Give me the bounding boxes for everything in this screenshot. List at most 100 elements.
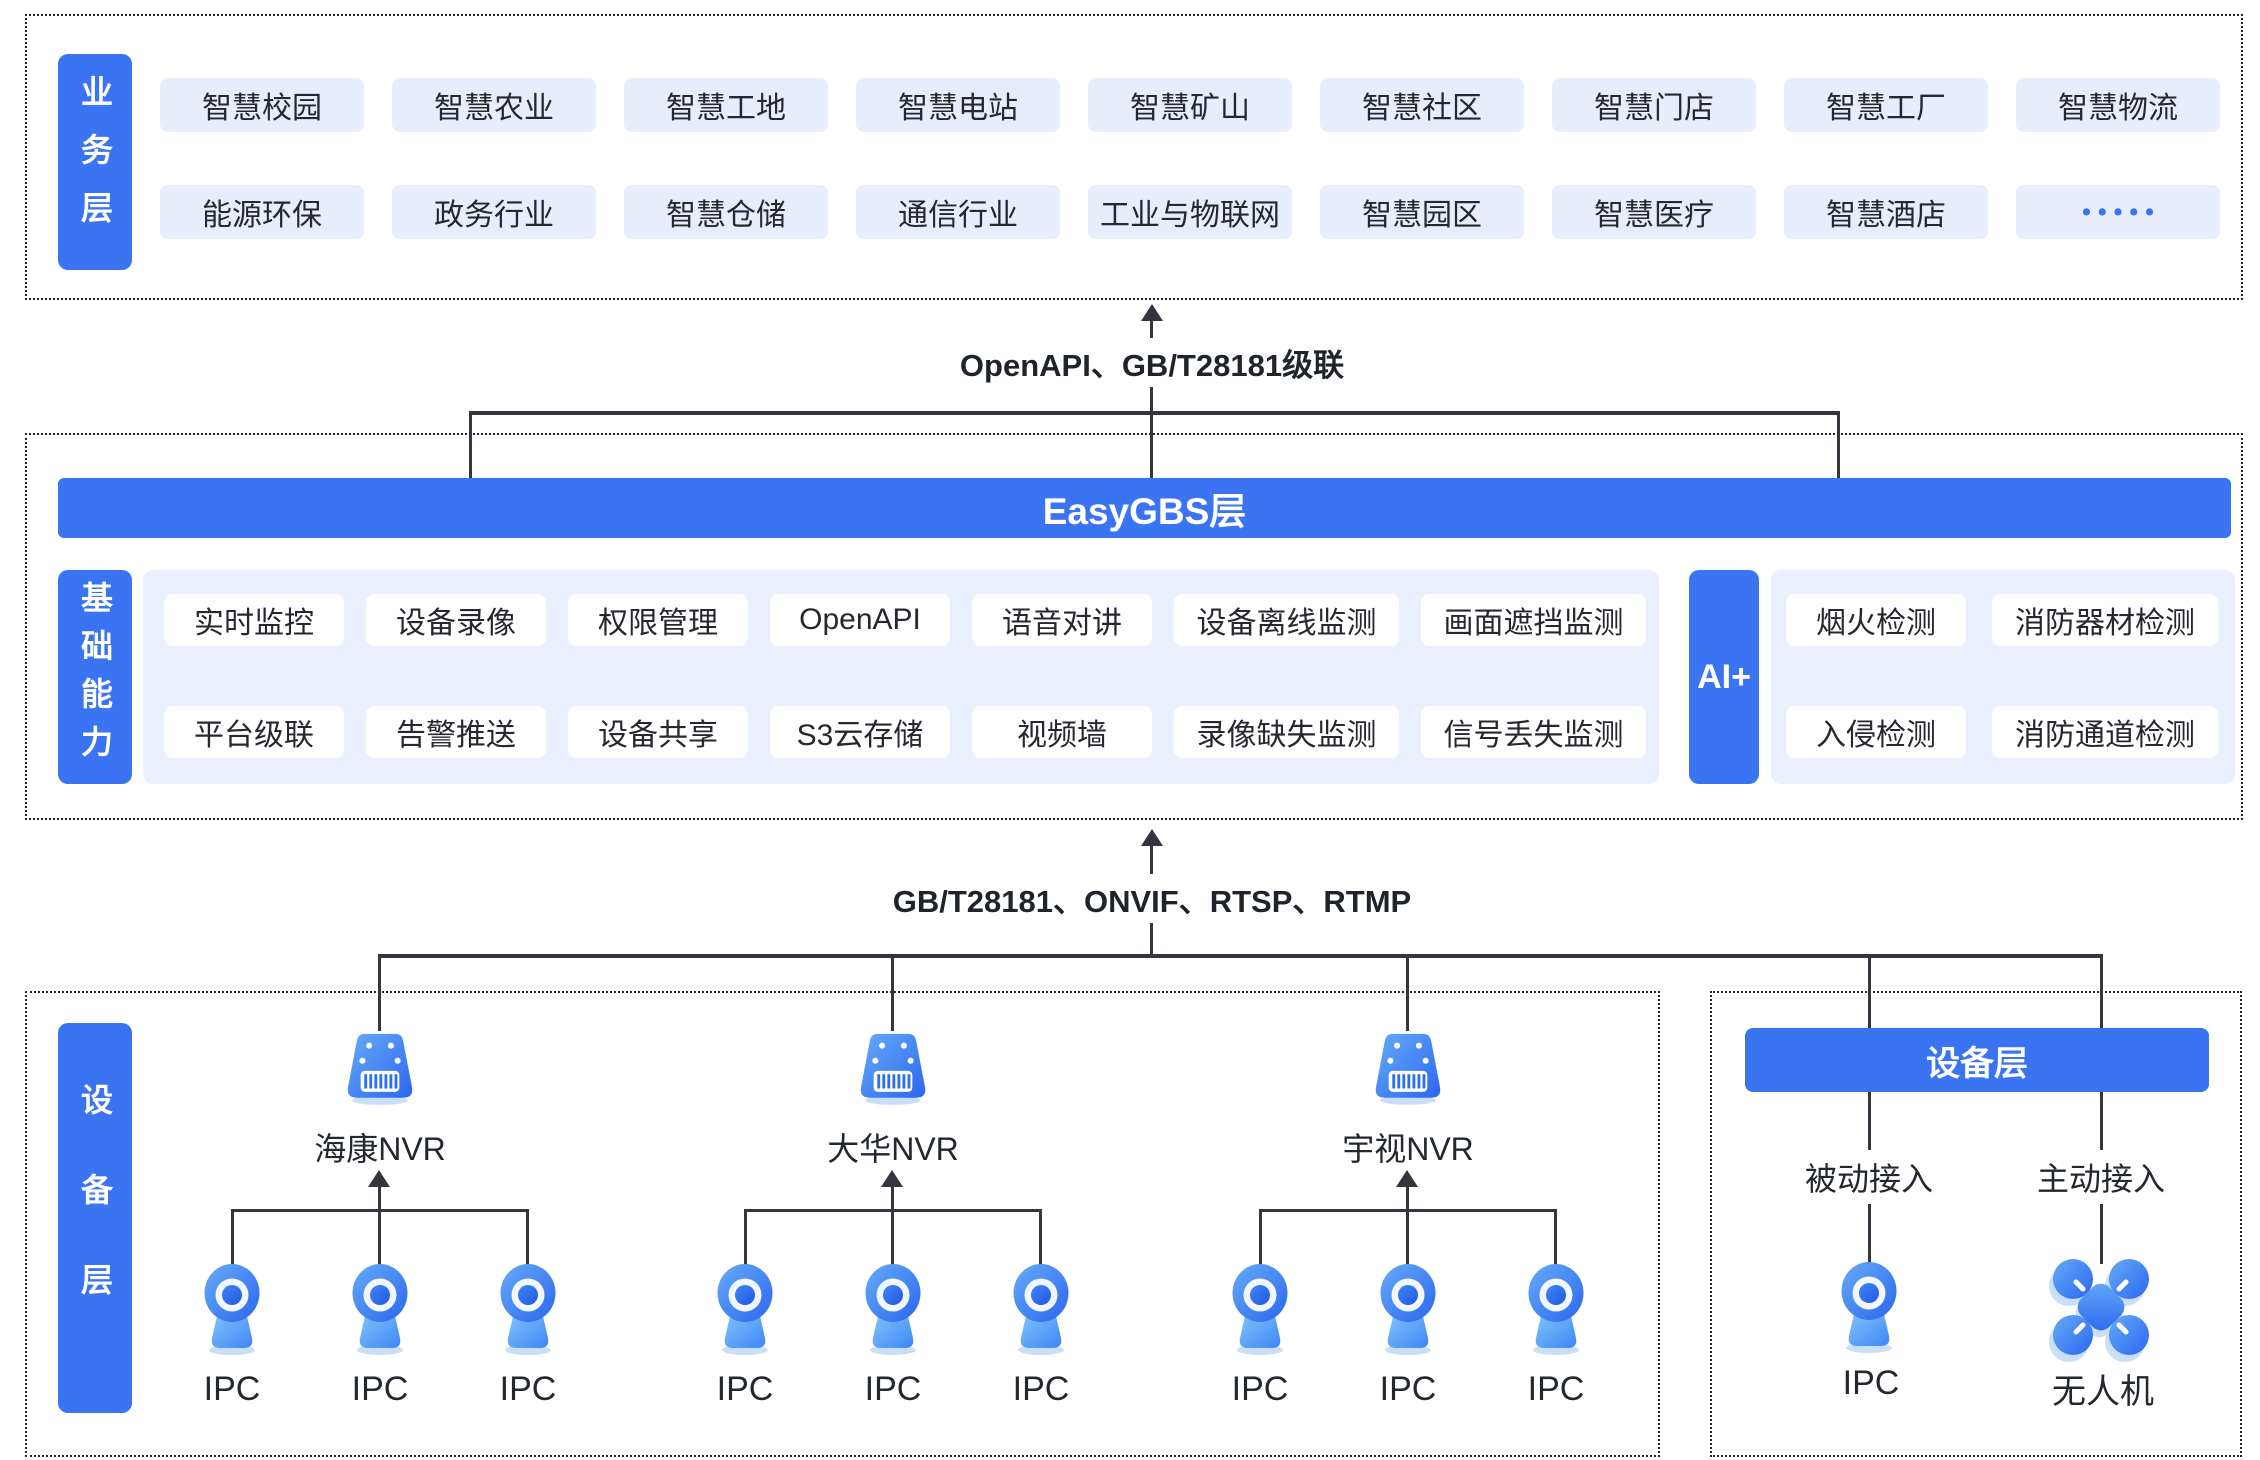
- ipc-camera-icon: [197, 1262, 267, 1361]
- connector-line: [231, 1209, 234, 1267]
- device-direct-panel-box: 设备层 被动接入 主动接入 IPC 无人机: [1710, 991, 2242, 1457]
- connector-line: [1150, 319, 1153, 478]
- arrow-up-icon: [368, 1170, 390, 1187]
- business-chip: 智慧工厂: [1784, 78, 1988, 132]
- active-access-label: 主动接入: [2001, 1150, 2201, 1204]
- business-chip: 智慧社区: [1320, 78, 1524, 132]
- device-panel-title: 设备层: [1745, 1028, 2209, 1092]
- drone-icon: [2046, 1253, 2156, 1368]
- ipc-label: IPC: [1012, 1370, 1070, 1408]
- ipc-label: IPC: [203, 1370, 261, 1408]
- connector-line: [1406, 1185, 1409, 1268]
- business-chip: 智慧园区: [1320, 185, 1524, 239]
- nvr-group-hikvision: 海康NVR IPC IPC IPC: [204, 1022, 556, 1442]
- ipc-camera-icon: [858, 1262, 928, 1361]
- nvr-name: 大华NVR: [827, 1131, 959, 1167]
- business-chip-row-1: 智慧校园 智慧农业 智慧工地 智慧电站 智慧矿山 智慧社区 智慧门店 智慧工厂 …: [160, 78, 2220, 132]
- ai-panel: 烟火检测 消防器材检测 入侵检测 消防通道检测: [1771, 570, 2235, 784]
- business-chip: 智慧门店: [1552, 78, 1756, 132]
- device-layer-box: 设备层 海康NVR IPC IPC IPC: [25, 991, 1660, 1457]
- capability-chip-row-2: 平台级联 告警推送 设备共享 S3云存储 视频墙 录像缺失监测 信号丢失监测: [164, 706, 1646, 758]
- business-chip: 通信行业: [856, 185, 1060, 239]
- ai-label: AI+: [1689, 570, 1759, 784]
- connector-line: [1039, 1209, 1042, 1267]
- easygbs-bar: EasyGBS层: [58, 478, 2231, 538]
- business-chip: 智慧医疗: [1552, 185, 1756, 239]
- ai-chip-row-1: 烟火检测 消防器材检测: [1786, 594, 2218, 646]
- capability-chip: 告警推送: [366, 706, 546, 758]
- ipc-camera-icon: [345, 1262, 415, 1361]
- connector-line: [1259, 1209, 1262, 1267]
- ipc-label: IPC: [351, 1370, 409, 1408]
- capability-chip-row-1: 实时监控 设备录像 权限管理 OpenAPI 语音对讲 设备离线监测 画面遮挡监…: [164, 594, 1646, 646]
- arrow-up-icon: [1141, 304, 1163, 321]
- ai-chip: 入侵检测: [1786, 706, 1966, 758]
- ipc-label: IPC: [716, 1370, 774, 1408]
- connector-line: [744, 1209, 747, 1267]
- capability-chip: 语音对讲: [972, 594, 1152, 646]
- drone-label: 无人机: [2052, 1373, 2154, 1411]
- connector-line: [891, 1185, 894, 1268]
- nvr-device-icon: [851, 1028, 935, 1117]
- connector-line: [526, 1209, 529, 1267]
- passive-access-label: 被动接入: [1769, 1150, 1969, 1204]
- capability-chip: 画面遮挡监测: [1421, 594, 1646, 646]
- business-chip: 智慧电站: [856, 78, 1060, 132]
- capability-panel: 实时监控 设备录像 权限管理 OpenAPI 语音对讲 设备离线监测 画面遮挡监…: [143, 570, 1659, 784]
- business-chip: 政务行业: [392, 185, 596, 239]
- connector-line: [378, 1185, 381, 1268]
- connector-line: [469, 411, 1840, 415]
- ipc-label: IPC: [1842, 1364, 1900, 1402]
- ipc-label: IPC: [1231, 1370, 1289, 1408]
- connector-line: [1837, 411, 1840, 480]
- ipc-label: IPC: [864, 1370, 922, 1408]
- ipc-label: IPC: [1379, 1370, 1437, 1408]
- nvr-group-dahua: 大华NVR IPC IPC IPC: [717, 1022, 1069, 1442]
- capability-chip: 设备离线监测: [1174, 594, 1399, 646]
- ai-chip: 烟火检测: [1786, 594, 1966, 646]
- connector-line: [469, 411, 472, 480]
- device-layer-label: 设备层: [58, 1023, 132, 1413]
- ipc-camera-icon: [1373, 1262, 1443, 1361]
- capability-chip: S3云存储: [770, 706, 950, 758]
- ai-chip-row-2: 入侵检测 消防通道检测: [1786, 706, 2218, 758]
- capability-chip: 视频墙: [972, 706, 1152, 758]
- business-chip: 能源环保: [160, 185, 364, 239]
- business-chip-row-2: 能源环保 政务行业 智慧仓储 通信行业 工业与物联网 智慧园区 智慧医疗 智慧酒…: [160, 185, 2220, 239]
- device-link-label: GB/T28181、ONVIF、RTSP、RTMP: [876, 874, 1428, 923]
- capability-chip: 实时监控: [164, 594, 344, 646]
- capability-chip: 设备共享: [568, 706, 748, 758]
- business-chip: 智慧仓储: [624, 185, 828, 239]
- connector-line: [2100, 954, 2103, 1264]
- ipc-camera-icon: [710, 1262, 780, 1361]
- easygbs-layer-box: EasyGBS层 基础能力 实时监控 设备录像 权限管理 OpenAPI 语音对…: [25, 433, 2243, 820]
- nvr-device-icon: [338, 1028, 422, 1117]
- ipc-label: IPC: [499, 1370, 557, 1408]
- business-chip: 智慧校园: [160, 78, 364, 132]
- capability-label: 基础能力: [58, 570, 132, 784]
- arrow-up-icon: [881, 1170, 903, 1187]
- capability-chip: OpenAPI: [770, 594, 950, 646]
- ipc-label: IPC: [1527, 1370, 1585, 1408]
- business-chip-more: •••••: [2016, 185, 2220, 239]
- connector-line: [378, 954, 381, 1031]
- connector-line: [1259, 1209, 1557, 1212]
- business-layer-box: 业务层 智慧校园 智慧农业 智慧工地 智慧电站 智慧矿山 智慧社区 智慧门店 智…: [25, 14, 2243, 300]
- connector-line: [744, 1209, 1042, 1212]
- ipc-camera-icon: [1006, 1262, 1076, 1361]
- ai-chip: 消防通道检测: [1992, 706, 2218, 758]
- connector-line: [378, 954, 2102, 958]
- connector-line: [891, 954, 894, 1031]
- business-link-label: OpenAPI、GB/T28181级联: [943, 338, 1361, 387]
- ipc-camera-icon: [493, 1262, 563, 1361]
- ipc-camera-icon: [1521, 1262, 1591, 1361]
- business-chip: 智慧工地: [624, 78, 828, 132]
- nvr-device-icon: [1366, 1028, 1450, 1117]
- ai-chip: 消防器材检测: [1992, 594, 2218, 646]
- business-chip: 智慧农业: [392, 78, 596, 132]
- arrow-up-icon: [1396, 1170, 1418, 1187]
- capability-chip: 权限管理: [568, 594, 748, 646]
- ipc-camera-icon: [1834, 1260, 1904, 1359]
- nvr-group-uniview: 宇视NVR IPC IPC IPC: [1232, 1022, 1584, 1442]
- business-chip: 智慧矿山: [1088, 78, 1292, 132]
